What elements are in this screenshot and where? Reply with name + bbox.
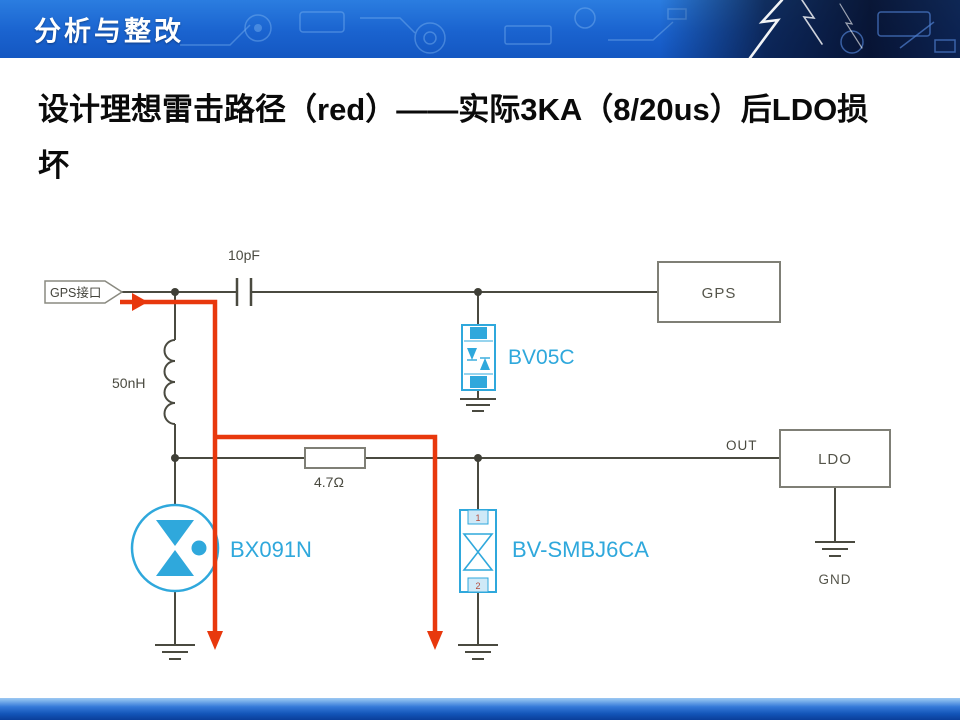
surge-path <box>120 293 443 650</box>
resistor-label: 4.7Ω <box>314 474 344 490</box>
capacitor-symbol <box>235 278 253 306</box>
inductor-symbol <box>163 339 176 425</box>
lightning-bolt-icon <box>748 0 863 58</box>
capacitor-label: 10pF <box>228 247 260 263</box>
ground-icon-smbj6ca <box>458 644 498 660</box>
lightning-photo-background <box>660 0 960 58</box>
gdt-bx091n-symbol <box>130 503 220 593</box>
slide-footer <box>0 698 960 720</box>
ground-icon-ldo <box>815 541 855 557</box>
ground-icon-bv05c <box>460 398 496 412</box>
slide-heading: 设计理想雷击路径（red）——实际3KA（8/20us）后LDO损 坏 <box>38 82 938 194</box>
ldo-box-label: LDO <box>818 451 852 468</box>
slide-heading-line2: 坏 <box>38 147 69 183</box>
gps-box: GPS <box>657 261 781 323</box>
gnd-label: GND <box>819 572 852 587</box>
page-title: 分析与整改 <box>34 16 184 47</box>
tvs-smbj6ca-pin2: 2 <box>475 581 480 591</box>
pcb-pattern-icon <box>180 7 687 54</box>
tvs-bv05c-symbol <box>461 324 496 391</box>
junction-dots <box>171 288 482 462</box>
gps-connector-tag: GPS接口 <box>44 280 124 304</box>
slide-heading-line1: 设计理想雷击路径（red）——实际3KA（8/20us）后LDO损 <box>38 92 869 127</box>
circuit-svg: 10pF GPS接口 GPS BV05C 50nH 4.7Ω OUT LDO <box>44 247 891 660</box>
slide-header: 分析与整改 <box>0 0 960 58</box>
ground-icon-bx091n <box>155 644 195 660</box>
gdt-bx091n-label: BX091N <box>230 537 312 562</box>
header-decoration <box>180 0 960 58</box>
surge-arrow-down1-icon <box>207 631 223 650</box>
circuit-diagram: 10pF GPS接口 GPS BV05C 50nH 4.7Ω OUT LDO <box>0 225 960 700</box>
out-label: OUT <box>726 438 758 453</box>
resistor-symbol <box>304 447 366 469</box>
pcb-pattern-right-icon <box>840 11 956 54</box>
tvs-bv05c-label: BV05C <box>508 346 575 369</box>
inductor-label: 50nH <box>112 375 145 391</box>
gps-connector-label: GPS接口 <box>50 285 101 300</box>
surge-arrow-down2-icon <box>427 631 443 650</box>
tvs-smbj6ca-label: BV-SMBJ6CA <box>512 537 649 562</box>
tvs-smbj6ca-symbol: 1 2 <box>459 509 497 593</box>
tvs-smbj6ca-pin1: 1 <box>475 513 480 523</box>
surge-arrow-right-icon <box>132 293 148 311</box>
gps-box-label: GPS <box>702 285 737 302</box>
ldo-box: LDO <box>779 429 891 488</box>
